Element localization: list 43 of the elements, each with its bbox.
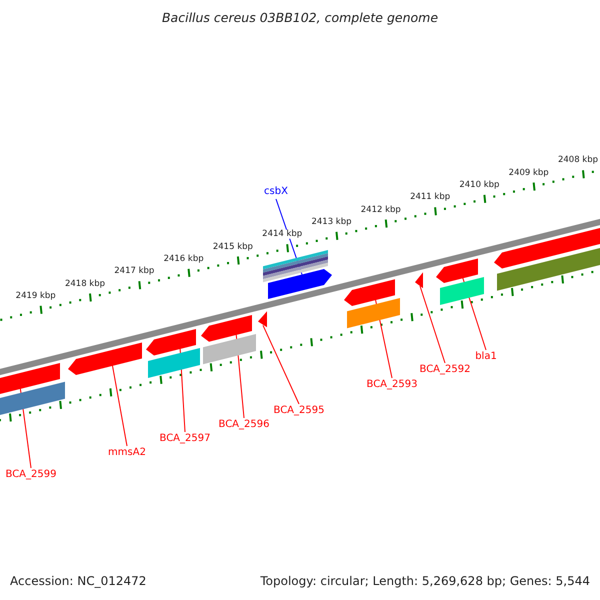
gene-triangle: [415, 272, 423, 288]
feature-band: [347, 298, 400, 328]
gene-label: mmsA2: [108, 448, 146, 458]
tick-label: 2414 kbp: [261, 230, 304, 238]
feature-band: [0, 382, 65, 415]
leader-line: [420, 286, 446, 364]
gene-block: [494, 228, 600, 268]
accession-text: Accession: NC_012472: [10, 575, 146, 587]
gene-block: [268, 269, 332, 299]
feature-band: [440, 277, 484, 305]
gene-label: BCA_2597: [160, 434, 210, 444]
tick-label: 2415 kbp: [212, 242, 254, 251]
gene-label: BCA_2593: [366, 380, 418, 390]
gene-label: BCA_2596: [218, 420, 270, 430]
tick-label: 2409 kbp: [508, 168, 550, 177]
tick-label: 2411 kbp: [409, 192, 452, 202]
gene-block: [344, 279, 395, 306]
genome-info-text: Topology: circular; Length: 5,269,628 bp; Genes: 5,544: [260, 575, 590, 587]
gene-block: [0, 363, 60, 394]
gene-block: [436, 258, 478, 283]
feature-band: [263, 250, 328, 282]
leader-line: [262, 324, 300, 404]
gene-block: [68, 342, 142, 375]
gene-label: csbX: [264, 187, 288, 197]
tick-label: 2412 kbp: [360, 205, 402, 214]
gene-label: bla1: [475, 352, 497, 362]
feature-band: [497, 248, 600, 291]
tick-label: 2413 kbp: [310, 218, 353, 226]
feature-band: [203, 334, 256, 364]
gene-label: BCA_2599: [6, 470, 56, 480]
gene-triangle: [258, 311, 267, 328]
gene-label: BCA_2595: [274, 406, 324, 416]
gene-block: [201, 315, 252, 342]
tick-label: 2417 kbp: [113, 266, 156, 276]
tick-label: 2416 kbp: [162, 254, 205, 264]
tick-label: 2408 kbp: [556, 156, 600, 164]
feature-band: [148, 348, 200, 378]
tick-label: 2419 kbp: [14, 292, 57, 300]
gene-label: BCA_2592: [420, 365, 470, 375]
tick-label: 2418 kbp: [64, 279, 106, 288]
title: Bacillus cereus 03BB102, complete genome: [162, 12, 438, 24]
tick-label: 2410 kbp: [458, 180, 500, 190]
gene-block: [146, 329, 196, 356]
